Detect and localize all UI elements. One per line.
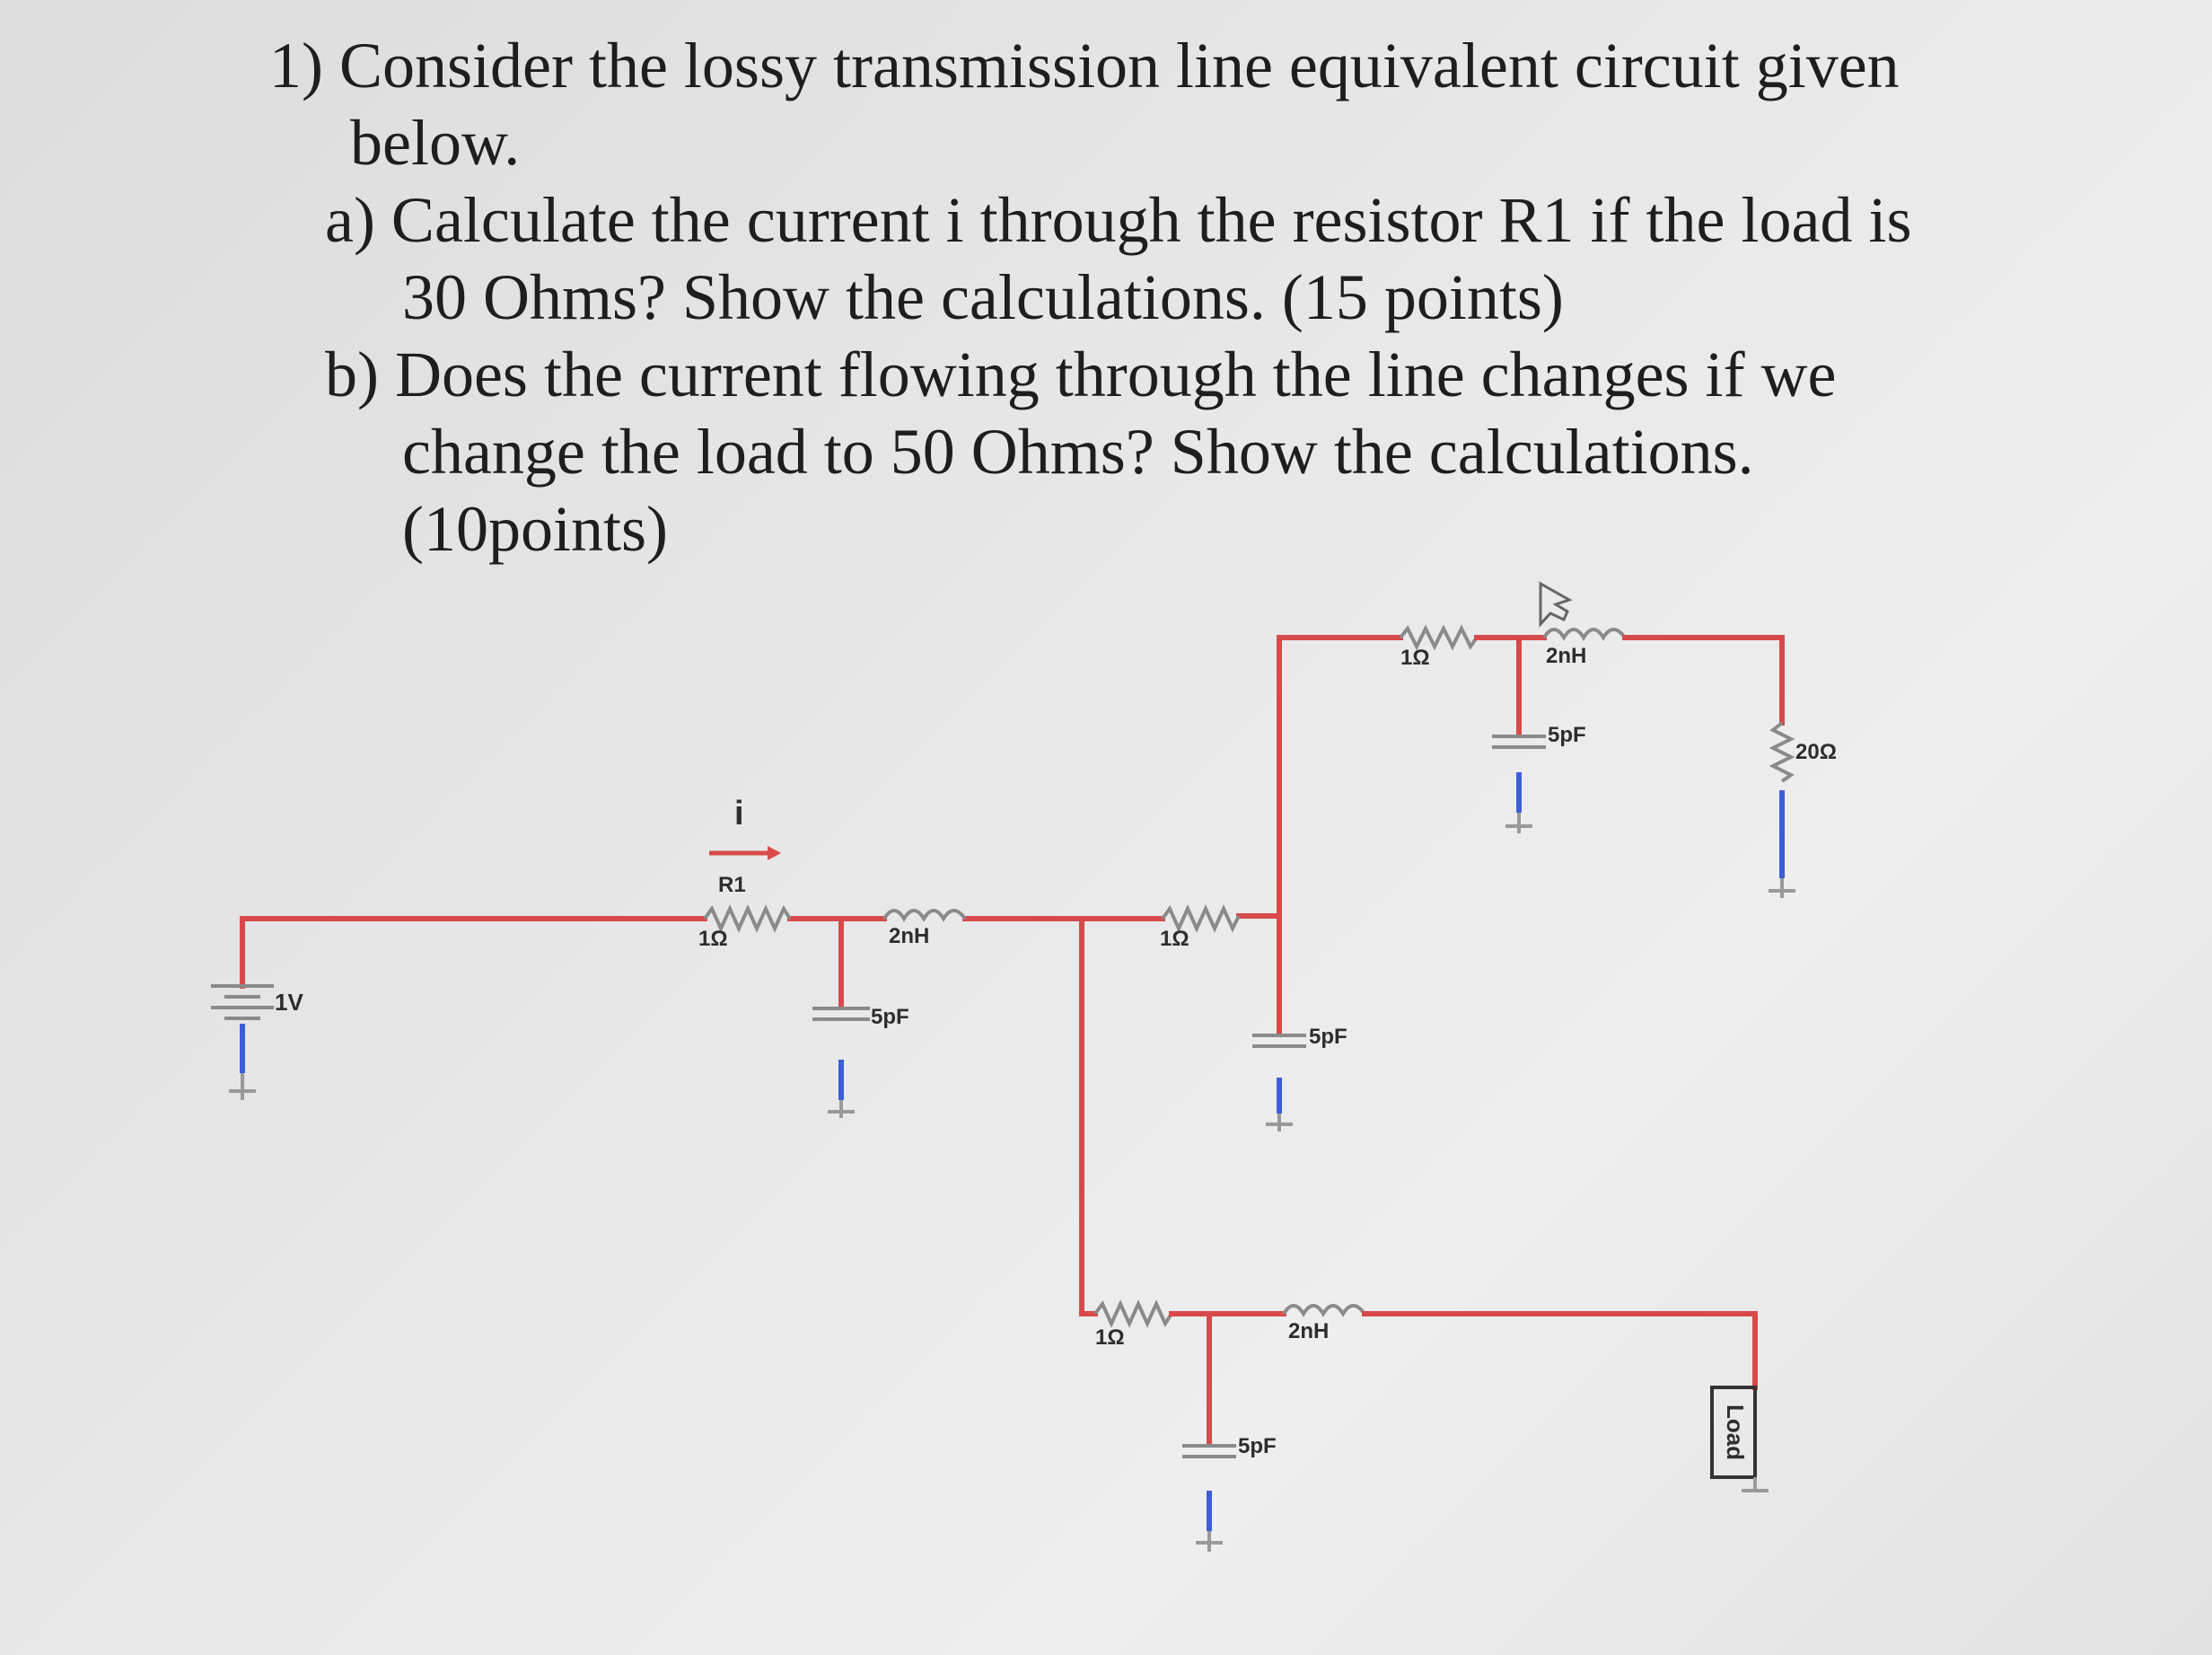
- mouse-cursor-icon: [1539, 581, 1573, 628]
- r1-resistor: [703, 904, 792, 933]
- r2-value-label: 1Ω: [1160, 927, 1189, 951]
- r1-value-label: 1Ω: [698, 927, 728, 951]
- load-ground: [1742, 1477, 1769, 1492]
- top-load-resistor: [1769, 721, 1795, 783]
- bottom-resistor: [1093, 1299, 1173, 1328]
- c1-capacitor: [812, 916, 870, 1118]
- current-label: i: [734, 795, 744, 832]
- question-part-b-cont2: (10points): [402, 493, 668, 565]
- bottom-inductor: [1282, 1304, 1366, 1317]
- question-part-b: b) Does the current flowing through the …: [325, 339, 1837, 410]
- top-r-value-label: 1Ω: [1400, 646, 1430, 670]
- bottom-capacitor: [1182, 1311, 1236, 1552]
- l1-inductor: [882, 909, 967, 922]
- c2-capacitor: [1252, 913, 1306, 1131]
- wire-bottom-drop: [1079, 916, 1098, 1316]
- question-part-a-cont: 30 Ohms? Show the calculations. (15 poin…: [402, 261, 1564, 333]
- load-label: Load: [1722, 1404, 1749, 1460]
- question-text: 1) Consider the lossy transmission line …: [269, 27, 2065, 568]
- current-arrowhead: [768, 846, 781, 860]
- load-box: [1710, 1386, 1757, 1479]
- question-part-b-cont1: change the load to 50 Ohms? Show the cal…: [402, 416, 1754, 488]
- top-l-value-label: 2nH: [1546, 644, 1586, 668]
- l1-value-label: 2nH: [889, 924, 929, 948]
- bottom-r-value-label: 1Ω: [1095, 1325, 1125, 1350]
- wire-bottom-to-load: [1362, 1311, 1758, 1390]
- question-part-a: a) Calculate the current i through the r…: [325, 184, 1912, 256]
- top-c-value-label: 5pF: [1548, 723, 1586, 747]
- wire-top-to-load: [1622, 635, 1785, 726]
- source-label: 1V: [275, 989, 303, 1016]
- voltage-source: [211, 984, 274, 1100]
- bottom-c-value-label: 5pF: [1238, 1434, 1277, 1458]
- c2-value-label: 5pF: [1309, 1025, 1347, 1049]
- top-resistor: [1399, 624, 1479, 651]
- top-capacitor: [1492, 635, 1546, 833]
- question-intro-cont: below.: [350, 107, 521, 179]
- question-intro: 1) Consider the lossy transmission line …: [269, 30, 1900, 101]
- wire-top-riser: [1277, 635, 1403, 919]
- bottom-l-value-label: 2nH: [1288, 1319, 1329, 1343]
- wire-source-to-r1: [240, 916, 707, 989]
- top-inductor: [1542, 628, 1627, 641]
- top-load-ground: [1769, 790, 1795, 898]
- top-load-value-label: 20Ω: [1795, 740, 1837, 764]
- c1-value-label: 5pF: [871, 1005, 909, 1029]
- r1-name-label: R1: [718, 873, 746, 897]
- r2-resistor: [1161, 904, 1241, 933]
